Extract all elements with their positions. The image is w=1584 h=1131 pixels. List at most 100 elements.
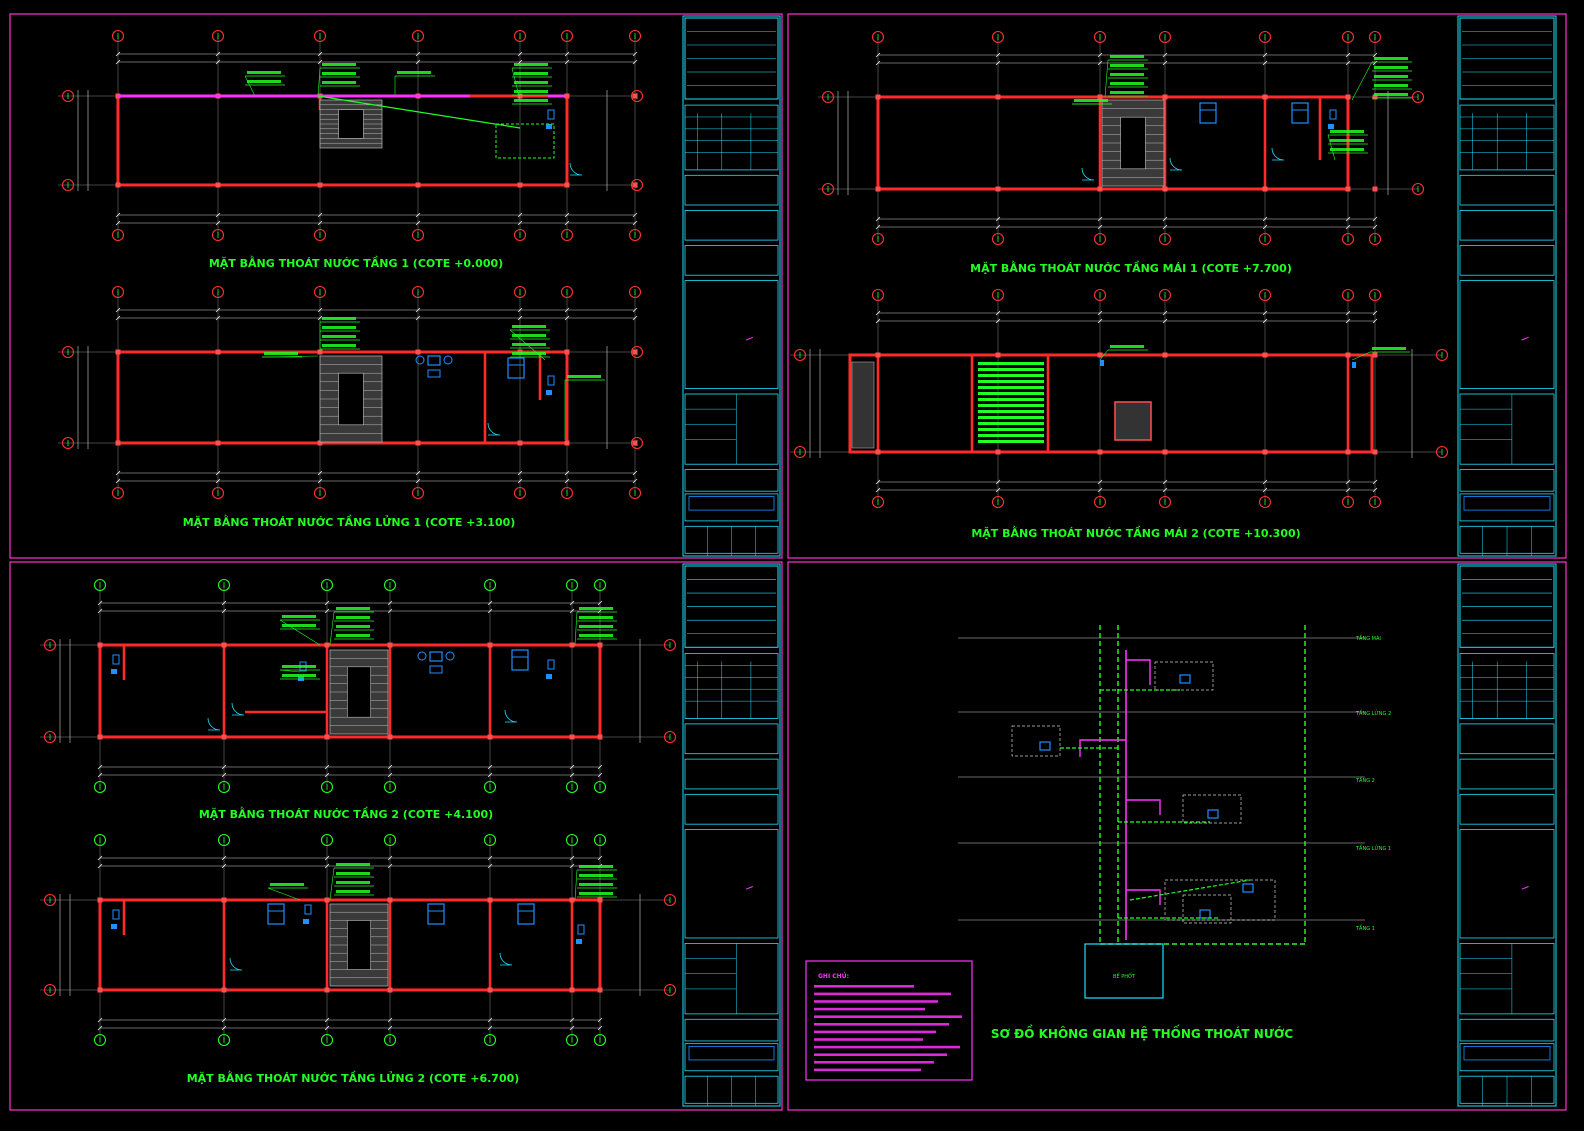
dimension-tick	[387, 855, 393, 861]
stair-well	[338, 372, 364, 426]
column	[1097, 94, 1103, 100]
pipe-annotation-text	[322, 344, 356, 347]
column	[517, 93, 523, 99]
dimension-tick	[875, 216, 881, 222]
axis-marker	[1368, 495, 1382, 509]
axis-marker	[93, 780, 107, 794]
axis-marker	[111, 285, 125, 299]
axis-marker	[821, 90, 835, 104]
axis-marker	[628, 486, 642, 500]
dimension-tick	[415, 478, 421, 484]
dimension-tick	[487, 863, 493, 869]
dimension-tick	[1262, 224, 1268, 230]
pipe-annotation-text	[322, 326, 356, 329]
roof-slat	[978, 410, 1044, 413]
dimension-tick	[995, 479, 1001, 485]
dimension-tick	[387, 1017, 393, 1023]
dimension-tick	[115, 220, 121, 226]
axis-marker	[483, 780, 497, 794]
pipe-leader	[244, 75, 256, 97]
exterior-wall	[98, 898, 602, 992]
dimension-tick	[387, 764, 393, 770]
chair-fixture	[443, 355, 453, 365]
column	[115, 349, 121, 355]
dimension-tick	[1372, 224, 1378, 230]
stair-well	[347, 666, 371, 718]
pipe-annotation-text	[579, 616, 613, 619]
tb-cell	[1459, 653, 1555, 719]
exterior-wall	[848, 353, 1374, 454]
drain-branch	[1129, 879, 1251, 901]
pipe-annotation-text	[1330, 130, 1364, 133]
axis-marker	[628, 228, 642, 242]
soil-branch	[1126, 659, 1151, 685]
column	[115, 440, 121, 446]
axis-marker	[663, 730, 677, 744]
toilet-fixture	[547, 109, 555, 120]
dimension-tick	[415, 59, 421, 65]
axis-marker	[628, 285, 642, 299]
dimension-tick	[1097, 318, 1103, 324]
pipe-leader	[509, 329, 546, 361]
dimension-tick	[597, 764, 603, 770]
toilet-fixture	[112, 909, 120, 920]
pipe-annotation-text	[282, 615, 316, 618]
riser-fixture	[1207, 809, 1219, 819]
pipe-annotation-text	[512, 334, 546, 337]
column	[632, 440, 638, 446]
dimension-tick	[569, 764, 575, 770]
drain-pipe	[317, 95, 521, 129]
dimension-tick	[317, 59, 323, 65]
column	[995, 449, 1001, 455]
tb-cell	[1459, 245, 1555, 276]
dimension-tick	[387, 863, 393, 869]
legend-line	[814, 1000, 938, 1003]
dimension-tick	[995, 224, 1001, 230]
title-tang-lung-2: MẶT BẰNG THOÁT NƯỚC TẦNG LỬNG 2 (COTE +6…	[187, 1070, 520, 1085]
dimension-tick	[1162, 318, 1168, 324]
dimension-tick	[564, 307, 570, 313]
pipe-annotation-text	[514, 63, 548, 66]
title-tang-mai-2: MẶT BẰNG THOÁT NƯỚC TẦNG MÁI 2 (COTE +10…	[971, 525, 1300, 540]
legend-line	[814, 1038, 923, 1041]
column	[1372, 449, 1378, 455]
dimension-tick	[569, 1025, 575, 1031]
axis-marker	[1258, 495, 1272, 509]
dimension-tick	[97, 608, 103, 614]
pipe-leader	[511, 67, 521, 101]
pipe-leader	[574, 611, 578, 646]
pipe-annotation-text	[336, 881, 370, 884]
dimension-tick	[1097, 479, 1103, 485]
dimension-tick	[317, 51, 323, 57]
tb-cell	[684, 493, 779, 522]
dimension-tick	[115, 212, 121, 218]
column	[324, 987, 330, 993]
dimension-tick	[1097, 310, 1103, 316]
drain-fixture	[576, 939, 582, 944]
drain-fixture	[111, 669, 117, 674]
column	[632, 182, 638, 188]
pipe-leader	[574, 869, 578, 901]
dimension-tick	[115, 59, 121, 65]
column	[1097, 449, 1103, 455]
column	[387, 987, 393, 993]
pipe-leader	[261, 355, 319, 358]
axis-marker	[565, 833, 579, 847]
column	[1345, 449, 1351, 455]
pipe-annotation-text	[336, 890, 370, 893]
dimension-tick	[632, 307, 638, 313]
dimension-tick	[1372, 310, 1378, 316]
axis-marker	[313, 486, 327, 500]
pipe-annotation-text	[1330, 148, 1364, 151]
desk-fixture	[429, 651, 443, 662]
drain-fixture	[111, 924, 117, 929]
legend-line	[814, 992, 951, 996]
tb-cell	[684, 943, 779, 1015]
pipe-annotation-text	[322, 72, 356, 75]
bed-fixture	[511, 649, 529, 671]
axis-marker	[43, 638, 57, 652]
axis-marker	[61, 436, 75, 450]
dimension-tick	[1097, 224, 1103, 230]
dimension-tick	[1372, 479, 1378, 485]
chair-fixture	[417, 651, 427, 661]
